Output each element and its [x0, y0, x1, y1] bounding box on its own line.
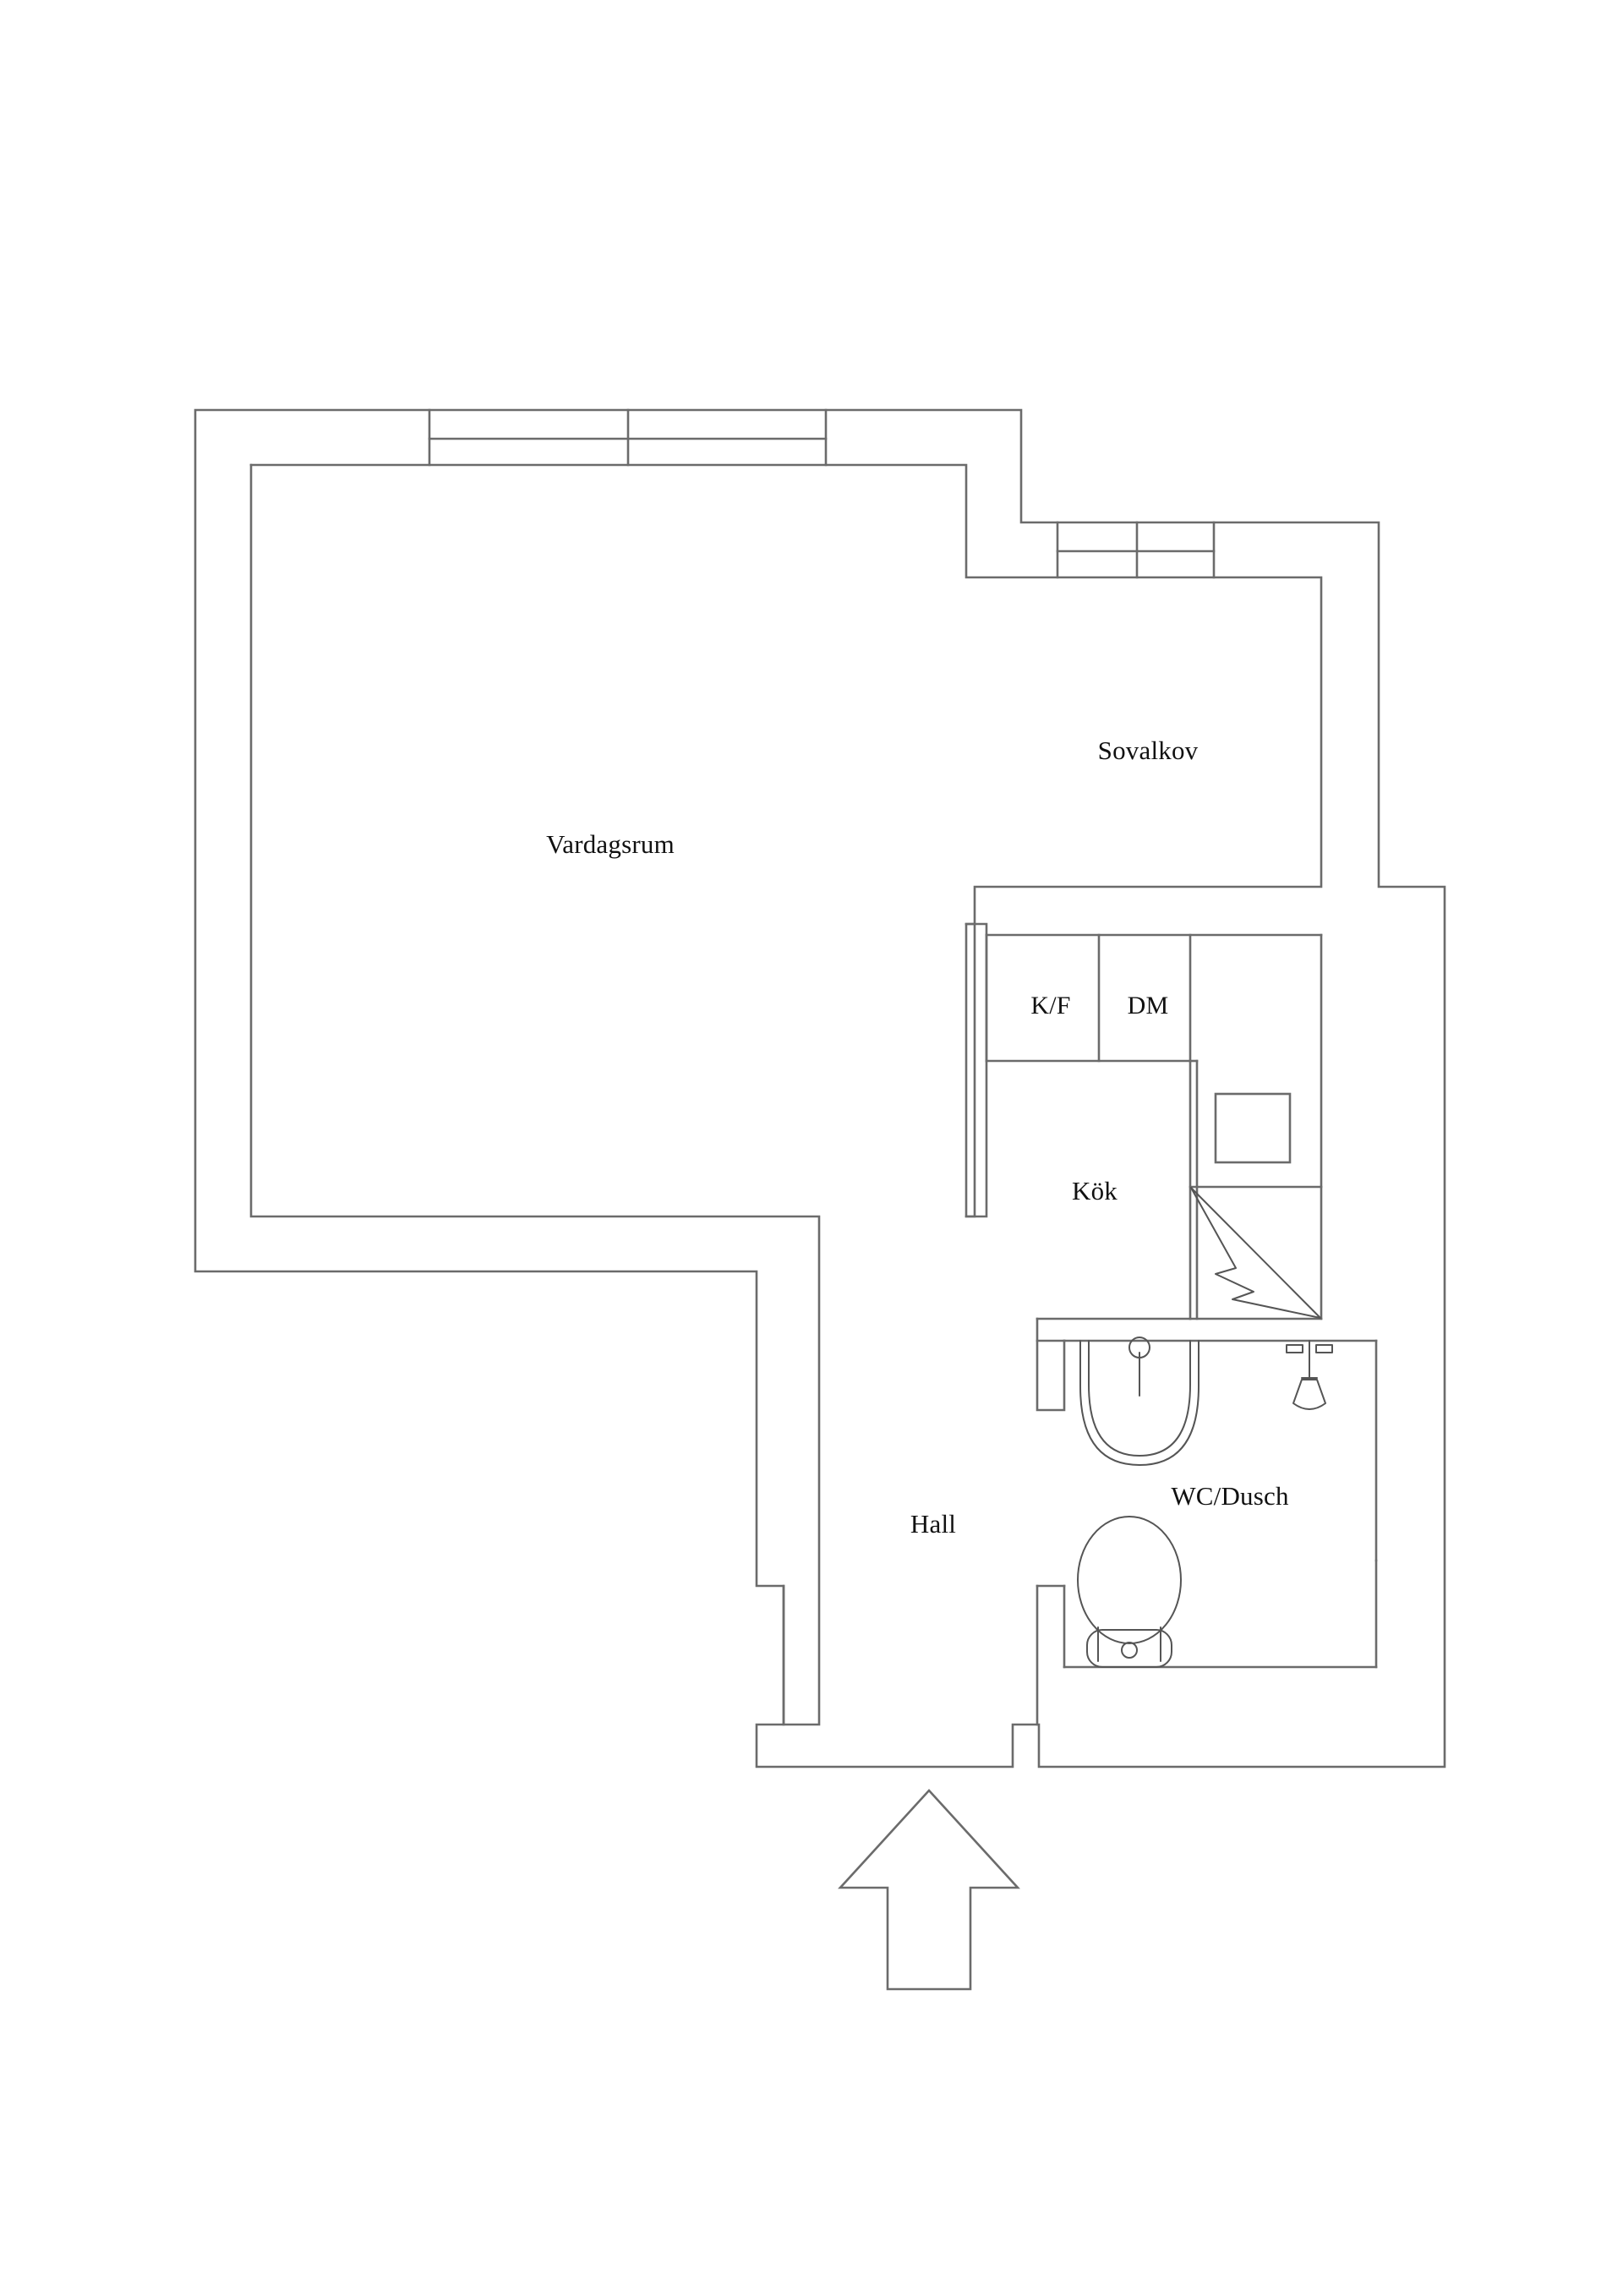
stove-hob — [1214, 1092, 1292, 1164]
appliance-label-diskmaskin: DM — [1127, 992, 1169, 1020]
shower-head — [1286, 1340, 1333, 1410]
toilet — [1077, 1516, 1182, 1668]
room-label-kok: Kök — [1072, 1176, 1118, 1205]
room-label-sovalkov: Sovalkov — [1097, 735, 1199, 765]
room-label-hall: Hall — [910, 1509, 957, 1539]
window-north-bedroom — [1056, 521, 1216, 579]
electrical-lightning-symbol — [1190, 1187, 1321, 1319]
inner-wall-livingroom-lower — [249, 463, 821, 1726]
wall-outline-group — [194, 408, 1446, 1768]
outer-wall-perimeter — [194, 408, 1446, 1768]
window-north-livingroom — [428, 408, 828, 467]
fixtures-group — [1077, 1187, 1333, 1668]
kitchen-layout — [965, 922, 1323, 1320]
room-label-vardagsrum: Vardagsrum — [546, 829, 675, 859]
room-label-wc-dusch: WC/Dusch — [1171, 1481, 1289, 1511]
appliance-label-kyl-frys: K/F — [1030, 992, 1071, 1020]
entrance-direction-arrow — [838, 1789, 1020, 1991]
bathroom-sink — [1079, 1337, 1199, 1466]
inner-wall-livingroom — [249, 463, 1323, 1218]
